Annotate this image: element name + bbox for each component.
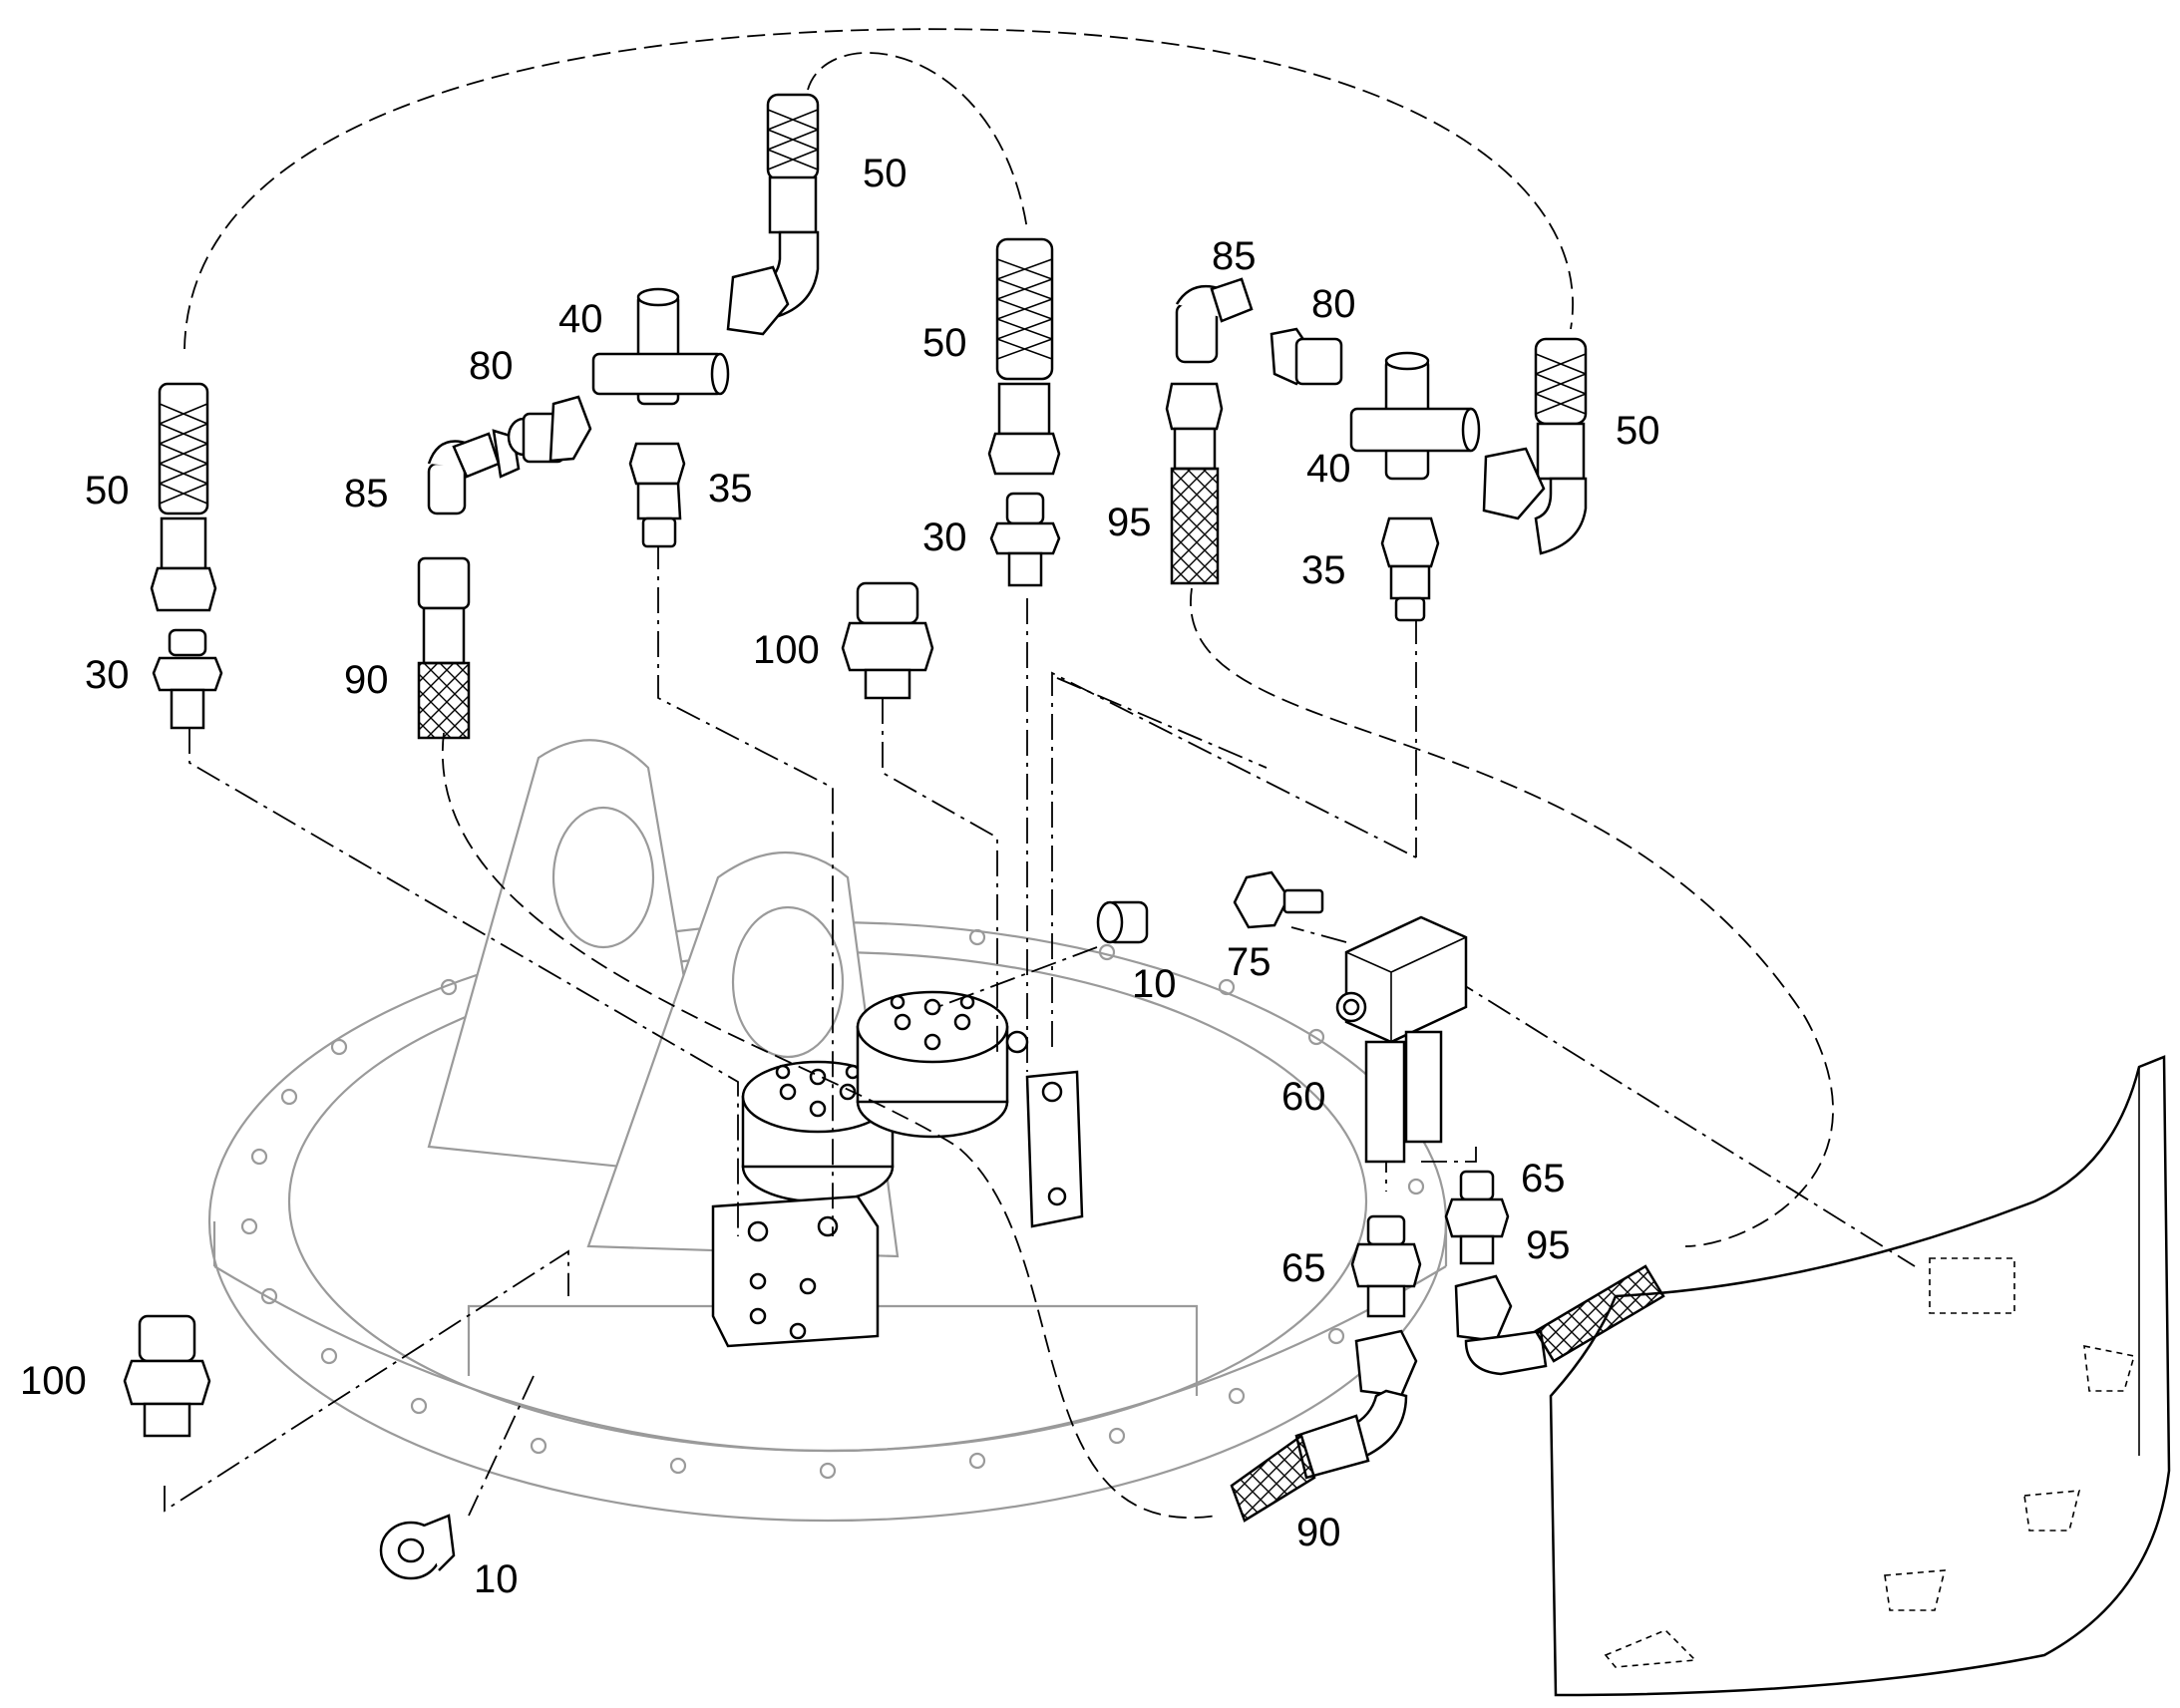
hose-95-lower: [1454, 1264, 1665, 1376]
callout-90: 90: [344, 658, 389, 702]
callout-85: 85: [344, 472, 389, 515]
callout-75: 75: [1227, 940, 1272, 984]
callout-50: 50: [85, 469, 130, 512]
adapter-30-center: [989, 492, 1061, 587]
nipple-80-left: [507, 395, 592, 464]
cover-shield: [1549, 1055, 2171, 1697]
callout-40: 40: [1306, 447, 1351, 491]
plug-10-lower: [379, 1514, 456, 1580]
callout-10: 10: [474, 1557, 519, 1601]
adapter-30-left: [152, 628, 223, 730]
adapter-65-right: [1444, 1170, 1510, 1265]
callout-95: 95: [1107, 501, 1152, 544]
callout-80: 80: [1311, 282, 1356, 326]
callout-100: 100: [20, 1359, 87, 1403]
connector-100-lower: [123, 1314, 211, 1438]
callout-95: 95: [1526, 1223, 1571, 1267]
callout-65: 65: [1521, 1157, 1566, 1200]
callout-10: 10: [1132, 962, 1177, 1006]
callout-85: 85: [1212, 234, 1257, 278]
cross-tee-40-left: [591, 287, 730, 406]
valve-block-60: [1335, 915, 1468, 1164]
callout-90: 90: [1296, 1511, 1341, 1554]
valve-block-left: [711, 1195, 880, 1348]
callout-65: 65: [1281, 1246, 1326, 1290]
callout-60: 60: [1281, 1075, 1326, 1119]
hose-90-lower: [1230, 1329, 1418, 1523]
nipple-80-right: [1270, 327, 1343, 386]
screw-75: [1233, 870, 1324, 929]
callout-35: 35: [708, 467, 753, 511]
callout-50: 50: [1616, 409, 1660, 453]
hose-elbow-50-right: [1482, 337, 1588, 555]
callout-50: 50: [863, 152, 908, 195]
adapter-65-left: [1350, 1214, 1422, 1318]
hose-elbow-50-top: [726, 93, 820, 336]
connector-35-left: [628, 442, 686, 548]
callout-50: 50: [922, 321, 967, 365]
callout-30: 30: [85, 653, 130, 697]
elbow-85-right: [1175, 277, 1254, 364]
swing-motor-left: [741, 1060, 895, 1203]
callout-labels: 50 30 85 90 80 40 35 50 50 30 100 85 80 …: [20, 152, 1660, 1601]
leader-lines: [164, 543, 1916, 1517]
plug-10-upper: [1096, 900, 1149, 944]
hose-90-upper: [417, 556, 471, 740]
callout-100: 100: [753, 628, 820, 672]
connector-35-right: [1380, 516, 1440, 622]
connector-100-center: [841, 581, 934, 700]
swing-motor-right: [856, 990, 1009, 1139]
callout-35: 35: [1301, 548, 1346, 592]
valve-block-right: [1005, 1030, 1084, 1228]
callout-80: 80: [469, 344, 514, 388]
hose-95-upper: [1165, 382, 1224, 585]
callout-30: 30: [922, 515, 967, 559]
elbow-85-left: [427, 429, 521, 515]
callout-40: 40: [558, 297, 603, 341]
hose-guard-spring-50-left: [150, 382, 217, 612]
cross-tee-40-right: [1349, 351, 1481, 481]
hose-routing-lines: [183, 28, 1834, 1519]
hose-guard-spring-50-center: [987, 237, 1061, 476]
